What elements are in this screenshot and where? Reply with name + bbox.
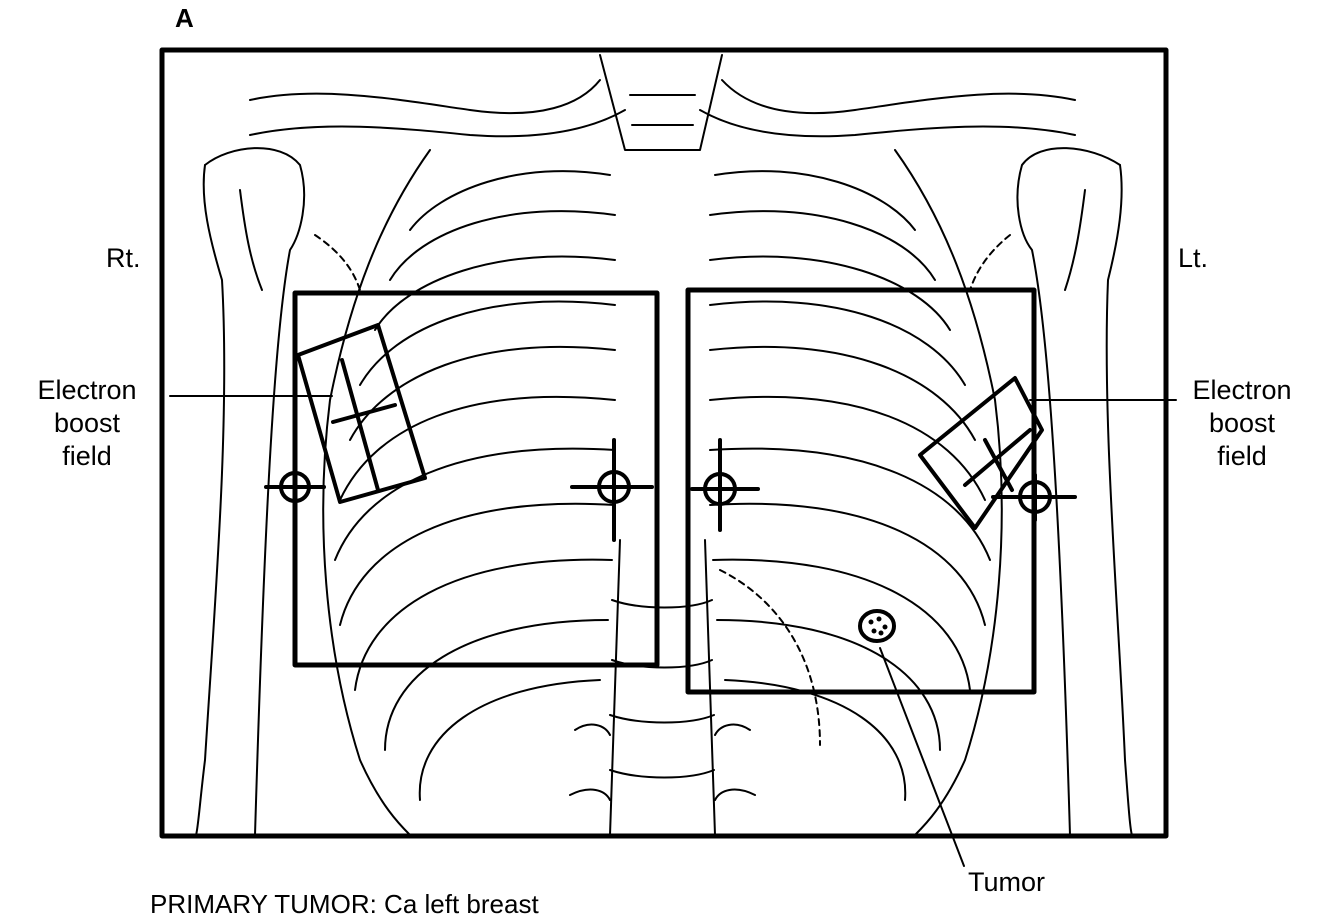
right-boost-label-line: Electron [2, 374, 172, 407]
setup-marker-right-lateral [266, 465, 324, 510]
right-boost-label-line: field [2, 440, 172, 473]
panel-letter: A [175, 2, 194, 35]
figure-caption: PRIMARY TUMOR: Ca left breast [150, 888, 539, 921]
left-boost-label-line: boost [1162, 407, 1322, 440]
right-side-label: Rt. [106, 242, 141, 275]
tumor-label: Tumor [968, 866, 1045, 899]
right-boost-label-line: boost [2, 407, 172, 440]
tumor-leader [880, 648, 964, 866]
right-humerus [196, 148, 304, 835]
right-electron-boost-field [298, 325, 425, 502]
spine [570, 540, 755, 835]
left-boost-field-label: Electron boost field [1162, 374, 1322, 473]
right-boost-field-label: Electron boost field [2, 374, 172, 473]
setup-marker-left-medial [692, 440, 758, 530]
clavicles [250, 55, 1075, 150]
breast-contours [315, 235, 1010, 745]
rib-cage [323, 150, 1002, 835]
left-boost-label-line: field [1162, 440, 1322, 473]
setup-marker-right-medial [572, 440, 652, 540]
left-boost-label-line: Electron [1162, 374, 1322, 407]
left-side-label: Lt. [1178, 242, 1208, 275]
tumor-marker [860, 611, 894, 641]
